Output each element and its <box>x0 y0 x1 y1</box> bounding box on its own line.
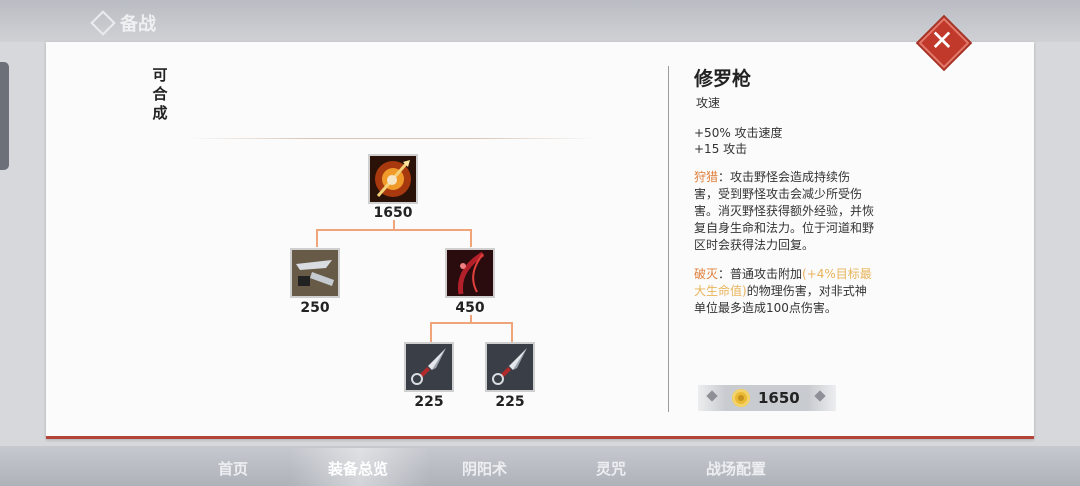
bottom-nav <box>0 446 1080 486</box>
cost-bar: 1650 <box>698 385 836 411</box>
price-label: 250 <box>300 300 330 316</box>
kunai-item-icon[interactable] <box>404 342 454 392</box>
passive-hunt: 狩猎：攻击野怪会造成持续伤害，受到野怪攻击会减少所受伤害。消灭野怪获得额外经验，… <box>694 169 874 254</box>
stat-line: +15 攻击 <box>694 142 748 156</box>
red-bow-item-icon[interactable] <box>445 248 495 298</box>
price-label: 225 <box>495 394 525 410</box>
tab-battle-config[interactable]: 战场配置 <box>706 460 767 478</box>
side-drawer-handle[interactable] <box>0 62 9 170</box>
item-type: 攻速 <box>696 96 721 110</box>
craftable-label: 可合成 <box>152 66 168 122</box>
item-info: 修罗枪 攻速 +50% 攻击速度 +15 攻击 狩猎：攻击野怪会造成持续伤害，受… <box>694 64 874 317</box>
passive-name: 破灭 <box>694 267 719 281</box>
tree-connector <box>430 322 432 342</box>
price-label: 225 <box>414 394 444 410</box>
tab-equipment-overview[interactable]: 装备总览 <box>328 460 389 478</box>
tree-connector <box>316 229 472 231</box>
close-button[interactable]: ✕ <box>918 17 970 69</box>
passive-text: 的物理伤害，对非式神单位最多造成100点伤害。 <box>694 284 867 315</box>
price-label: 450 <box>455 300 485 316</box>
tree-connector <box>511 322 513 342</box>
item-stats: +50% 攻击速度 +15 攻击 <box>694 125 874 157</box>
coin-icon <box>732 389 750 407</box>
close-icon: ✕ <box>930 24 954 57</box>
tree-divider <box>186 138 598 139</box>
passive-text: ：普通攻击附加 <box>718 267 803 281</box>
ornament-icon <box>814 390 826 402</box>
active-tab-highlight <box>290 448 430 486</box>
spear-item-icon[interactable] <box>368 154 418 204</box>
passive-destroy: 破灭：普通攻击附加(+4%目标最大生命值)的物理伤害，对非式神单位最多造成100… <box>694 266 874 317</box>
tree-connector <box>393 220 395 230</box>
tree-connector <box>430 322 512 324</box>
ornament-icon <box>706 390 718 402</box>
price-label: 1650 <box>373 205 413 221</box>
passive-name: 狩猎 <box>694 170 719 184</box>
tab-spell[interactable]: 灵咒 <box>596 460 627 478</box>
tree-connector <box>470 315 472 323</box>
item-detail-panel: 可合成 1650 250 <box>46 42 1034 439</box>
passive-text: ：攻击野怪会造成持续伤害，受到野怪攻击会减少所受伤害。消灭野怪获得额外经验，并恢… <box>694 170 875 252</box>
stat-line: +50% 攻击速度 <box>694 126 783 140</box>
tree-connector <box>470 229 472 247</box>
item-cost: 1650 <box>758 389 800 407</box>
blade-item-icon[interactable] <box>290 248 340 298</box>
tab-yinyang-magic[interactable]: 阴阳术 <box>462 460 508 478</box>
passive-highlight: (+4%目标最大生命值) <box>694 267 872 298</box>
item-name: 修罗枪 <box>694 68 752 90</box>
top-bar <box>0 0 1080 42</box>
page-title: 备战 <box>120 14 156 35</box>
kunai-item-icon[interactable] <box>485 342 535 392</box>
tree-connector <box>316 229 318 247</box>
vertical-divider <box>668 66 669 412</box>
tab-home[interactable]: 首页 <box>218 460 249 478</box>
